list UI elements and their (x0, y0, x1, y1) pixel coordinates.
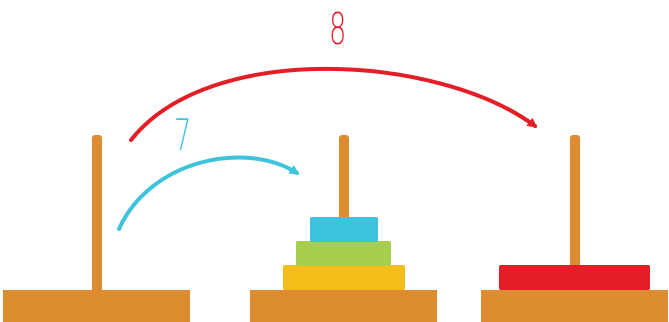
peg-2-base (250, 290, 437, 322)
peg-2-disk-1 (283, 265, 405, 290)
peg-1-base (3, 290, 190, 322)
move-arrow-7 (119, 157, 297, 229)
peg-3-disk-1 (499, 265, 650, 290)
move-arrow-8 (131, 69, 535, 140)
peg-3-base (481, 290, 668, 322)
peg-3 (481, 135, 668, 322)
peg-2-disk-2 (296, 241, 391, 266)
peg-2-disk-3 (310, 217, 378, 242)
peg-1-rod (92, 135, 102, 295)
peg-1 (3, 135, 190, 322)
move-label-8: 8 (329, 8, 346, 52)
move-label-7: 7 (174, 114, 191, 158)
